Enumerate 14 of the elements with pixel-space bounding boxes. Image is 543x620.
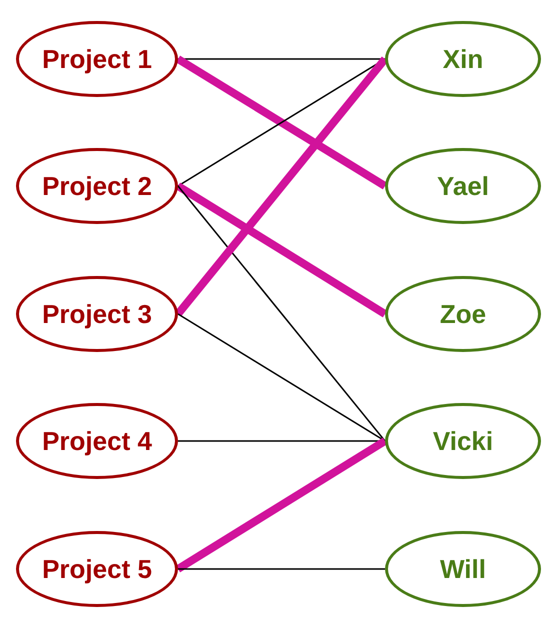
person-name: Xin — [442, 44, 484, 74]
project-name: Project 3 — [42, 298, 152, 330]
person-name: Yael — [436, 170, 490, 202]
thick-connector — [176, 438, 388, 572]
thick-connector — [176, 182, 388, 318]
project-name: Project 5 — [42, 554, 152, 584]
project-name: Project 4 — [42, 426, 152, 456]
project-name: Project 2 — [42, 170, 152, 202]
person-name: Zoe — [440, 298, 486, 330]
connector-line — [177, 186, 386, 442]
connector-line — [178, 568, 385, 570]
project-name: Project 1 — [42, 44, 152, 74]
person-name: Vicki — [432, 426, 494, 456]
person-name: Will — [440, 554, 486, 584]
